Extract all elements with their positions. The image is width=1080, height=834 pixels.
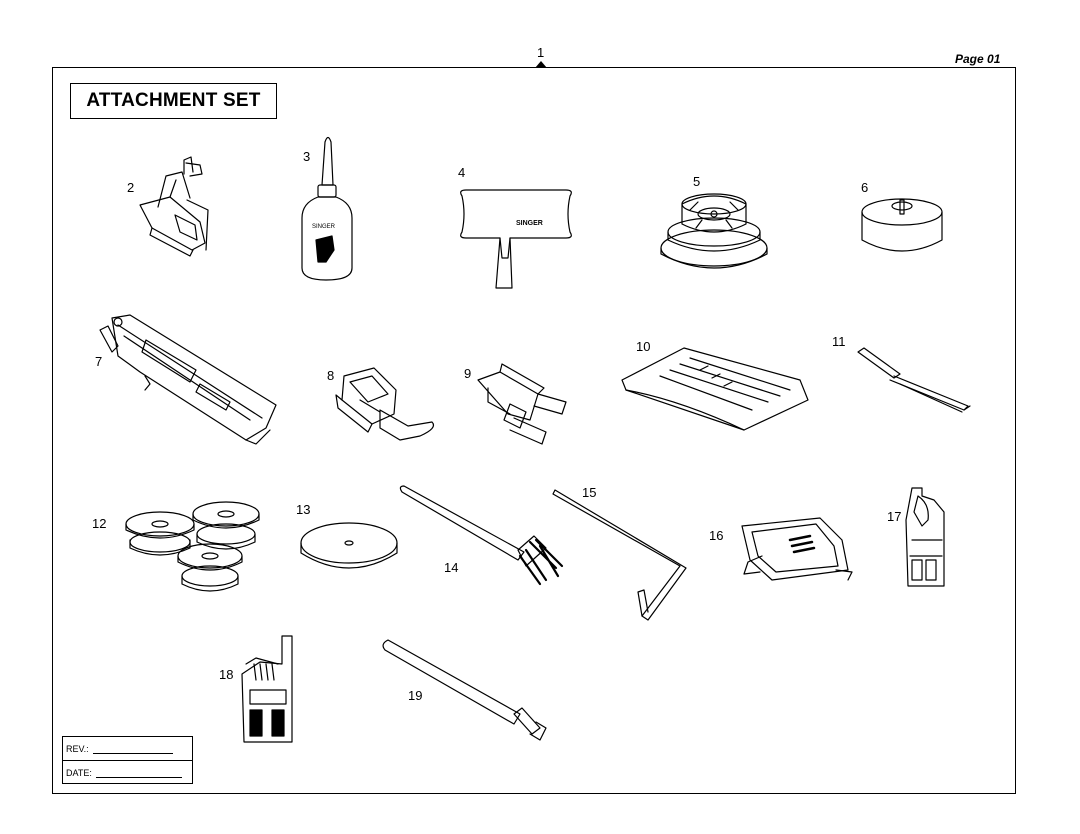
part-number-15: 15 [582, 485, 597, 500]
part-number-18: 18 [219, 667, 234, 682]
spool-cap-small-icon [861, 198, 943, 252]
part-number-6: 6 [861, 180, 869, 195]
spool-pin-icon [382, 639, 547, 741]
presser-foot-icon [139, 156, 209, 257]
date-label: DATE: [66, 767, 92, 778]
page-label: Page 01 [955, 52, 1001, 66]
needle-pack-icon [621, 347, 809, 431]
date-line [95, 768, 182, 778]
date-row: DATE: [63, 760, 192, 784]
part-number-5: 5 [693, 174, 701, 189]
darning-plate-icon [741, 517, 853, 581]
svg-text:SINGER: SINGER [312, 224, 336, 230]
part-number-12: 12 [92, 516, 107, 531]
diagram-title: ATTACHMENT SET [70, 83, 277, 119]
part-number-4: 4 [458, 165, 466, 180]
revision-box: REV.: DATE: [62, 736, 193, 784]
screwdriver-icon: SINGER [460, 189, 572, 289]
spool-cap-large-icon [660, 193, 768, 269]
diagram-marker-number: 1 [537, 45, 545, 60]
seam-ripper-icon [857, 347, 971, 413]
blind-hem-foot-icon [905, 487, 945, 587]
diagram-frame [52, 67, 1016, 794]
spool-felt-icon [300, 522, 398, 569]
part-number-7: 7 [95, 354, 103, 369]
quilting-guide-icon [552, 489, 687, 621]
lint-brush-icon [399, 485, 564, 586]
part-number-11: 11 [832, 334, 846, 349]
part-number-9: 9 [464, 366, 472, 381]
part-number-13: 13 [296, 502, 311, 517]
buttonhole-foot-icon [99, 314, 277, 445]
rev-line [92, 744, 173, 754]
satin-stitch-foot-icon [241, 635, 293, 743]
rev-row: REV.: [63, 737, 192, 760]
foot-holder-icon [477, 363, 567, 445]
part-number-10: 10 [636, 339, 651, 354]
part-number-19: 19 [408, 688, 423, 703]
diagram-marker-icon [535, 61, 547, 68]
part-number-16: 16 [709, 528, 724, 543]
oil-bottle-icon: SINGER [301, 136, 353, 281]
zipper-foot-icon [335, 367, 435, 441]
part-number-8: 8 [327, 368, 335, 383]
part-number-14: 14 [444, 560, 459, 575]
part-number-3: 3 [303, 149, 311, 164]
part-number-2: 2 [127, 180, 135, 195]
part-number-17: 17 [887, 509, 902, 524]
svg-text:SINGER: SINGER [516, 220, 543, 227]
rev-label: REV.: [66, 743, 89, 754]
bobbins-icon [125, 501, 260, 592]
